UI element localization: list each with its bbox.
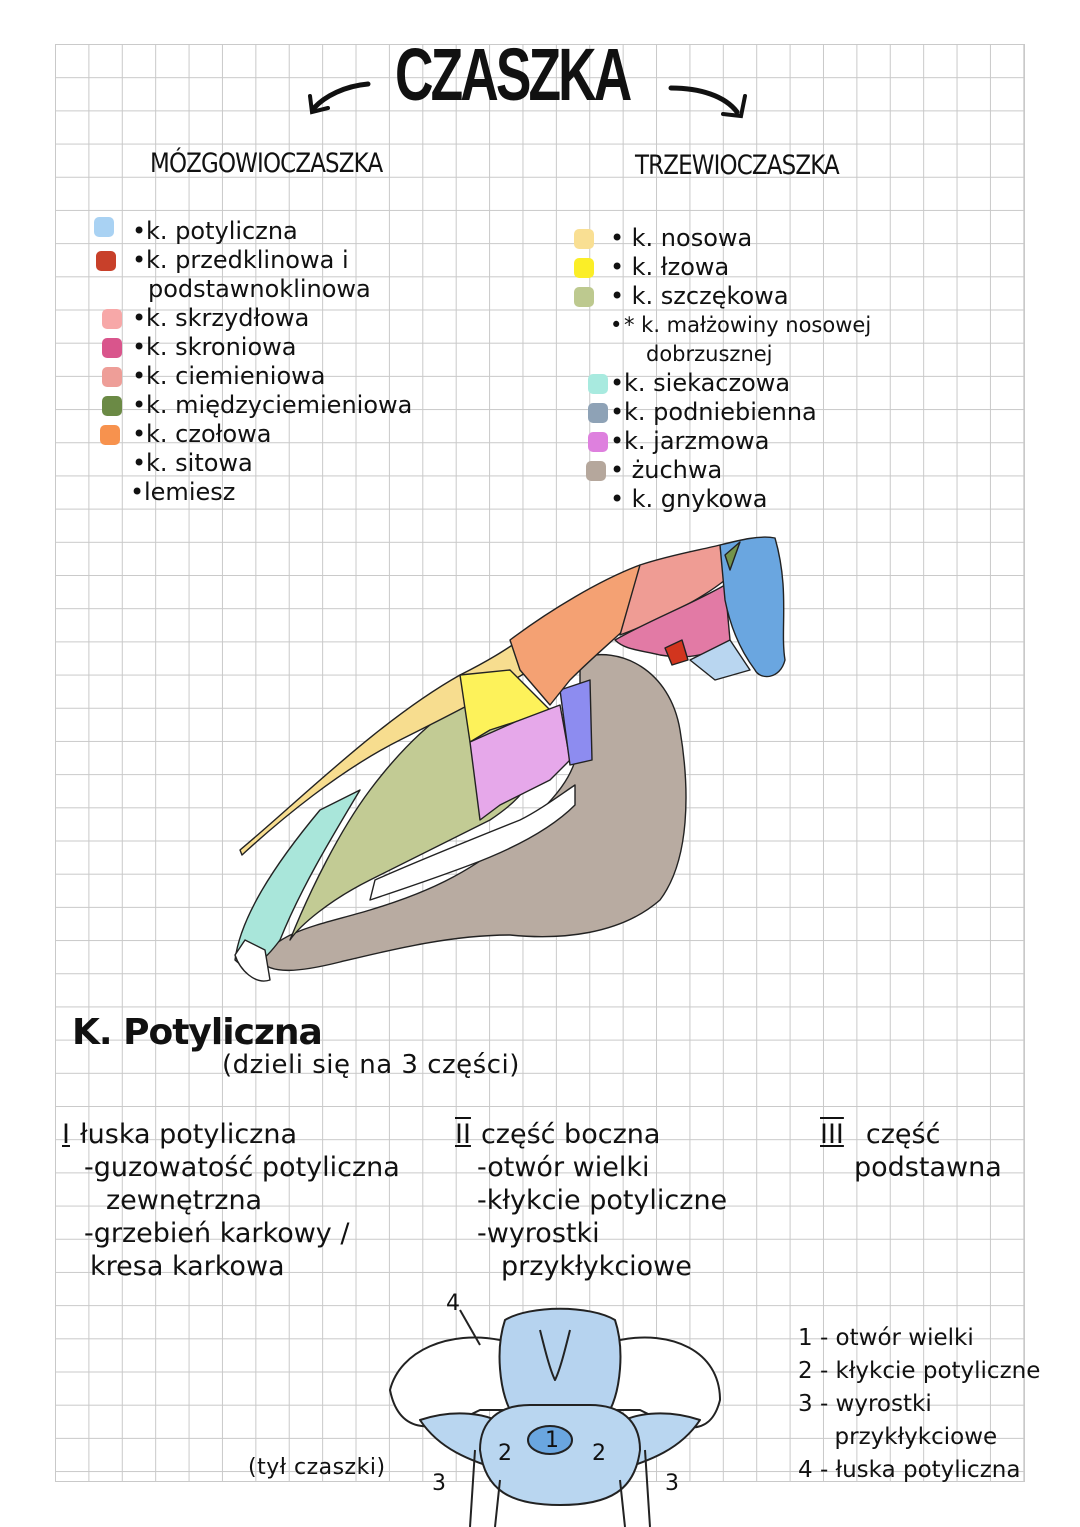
palatine-region — [559, 679, 593, 766]
zygomatic-region — [469, 704, 571, 821]
list-item: •k. przedklinowa i — [92, 246, 452, 275]
color-swatch — [574, 229, 594, 249]
color-swatch — [574, 287, 594, 307]
legend-item: 2 - kłykcie potyliczne — [798, 1358, 1041, 1384]
list-item: • żuchwa — [570, 456, 950, 485]
incisive-region — [234, 789, 361, 967]
list-item: •k. skroniowa — [92, 333, 452, 362]
rear-label-2-left: 2 — [498, 1441, 512, 1466]
arrow-curve-down-left-icon — [308, 81, 371, 115]
rear-label-1: 1 — [545, 1428, 559, 1453]
legend-item: 4 - łuska potyliczna — [798, 1457, 1021, 1483]
list-item: dobrzusznej — [646, 342, 773, 366]
arrow-curve-down-right-icon — [668, 85, 747, 119]
list-item: •k. jarzmowa — [570, 427, 950, 456]
part-3-column: III część podstawna — [820, 1118, 1002, 1184]
part-name: część boczna — [480, 1119, 661, 1150]
list-item: •k. czołowa — [92, 420, 452, 449]
legend-item: 3 - wyrostki — [798, 1391, 932, 1417]
list-item: • k. łzowa — [570, 253, 950, 282]
part-detail: kresa karkowa — [90, 1251, 285, 1282]
list-item: •k. międzyciemieniowa — [92, 391, 452, 420]
list-item: podstawnoklinowa — [148, 275, 371, 303]
list-item: •k. podniebienna — [570, 398, 950, 427]
trzewioczaszka-list: • k. nosowa • k. łzowa • k. szczękowa •*… — [570, 224, 950, 514]
rear-label-2-right: 2 — [592, 1441, 606, 1466]
sphenoid-region — [664, 639, 689, 666]
color-swatch — [102, 367, 122, 387]
part-detail: -kłykcie potyliczne — [477, 1185, 728, 1216]
list-item: •k. potyliczna — [92, 217, 452, 246]
part-detail: -guzowatość potyliczna — [84, 1152, 400, 1183]
color-swatch — [586, 461, 606, 481]
color-swatch — [102, 396, 122, 416]
color-swatch — [588, 403, 608, 423]
rear-view-legend: 1 - otwór wielki 2 - kłykcie potyliczne … — [798, 1322, 1040, 1487]
horse-skull-lateral-diagram — [234, 536, 786, 982]
part-detail: zewnętrzna — [106, 1185, 263, 1216]
list-item: •lemiesz — [130, 478, 236, 506]
list-item: •k. ciemieniowa — [92, 362, 452, 391]
teeth — [369, 784, 576, 901]
part-numeral: I — [62, 1119, 70, 1150]
page-title: CZASZKA — [395, 33, 632, 116]
section-title: K. Potyliczna — [72, 1012, 323, 1053]
color-swatch — [100, 425, 120, 445]
incisor-teeth — [234, 939, 271, 982]
color-swatch — [96, 251, 116, 271]
part-detail: -grzebień karkowy / — [84, 1218, 350, 1249]
list-item: •k. siekaczowa — [570, 369, 950, 398]
color-swatch — [94, 217, 114, 237]
rear-label-3-left: 3 — [432, 1471, 446, 1496]
skull-rear-view-diagram: 1 2 2 3 3 4 — [389, 1291, 721, 1527]
list-item: • k. nosowa — [570, 224, 950, 253]
part-detail: przykłykciowe — [501, 1251, 692, 1282]
legend-item: przykłykciowe — [798, 1424, 998, 1450]
part-numeral: II — [455, 1119, 471, 1150]
part-numeral: III — [820, 1119, 844, 1150]
part-2-column: II część boczna -otwór wielki -kłykcie po… — [455, 1118, 727, 1283]
list-item: • k. szczękowa — [570, 282, 950, 311]
part-detail: -wyrostki — [477, 1218, 600, 1249]
color-swatch — [588, 374, 608, 394]
list-item: •k. sitowa — [132, 449, 253, 477]
color-swatch — [102, 338, 122, 358]
occipital-region — [719, 536, 786, 678]
list-item: •* k. małżowiny nosowej — [610, 313, 872, 337]
list-item: • k. gnykowa — [610, 485, 768, 513]
rear-view-caption: (tył czaszki) — [248, 1455, 386, 1480]
color-swatch — [588, 432, 608, 452]
part-name: część — [865, 1119, 941, 1150]
color-swatch — [574, 258, 594, 278]
part-name: łuska potyliczna — [79, 1119, 298, 1150]
rear-label-3-right: 3 — [665, 1471, 679, 1496]
section-subtitle: (dzieli się na 3 części) — [222, 1050, 520, 1080]
part-detail: podstawna — [854, 1152, 1002, 1183]
color-swatch — [102, 309, 122, 329]
mozgowioczaszka-list: •k. potyliczna •k. przedklinowa i podsta… — [92, 217, 452, 507]
part-detail: -otwór wielki — [477, 1152, 650, 1183]
occipital-light-region — [689, 639, 751, 681]
list-item: •k. skrzydłowa — [92, 304, 452, 333]
legend-item: 1 - otwór wielki — [798, 1325, 974, 1351]
rear-label-4: 4 — [446, 1291, 460, 1316]
heading-mozgowioczaszka: MÓZGOWIOCZASZKA — [150, 148, 383, 179]
heading-trzewioczaszka: TRZEWIOCZASZKA — [635, 150, 840, 181]
